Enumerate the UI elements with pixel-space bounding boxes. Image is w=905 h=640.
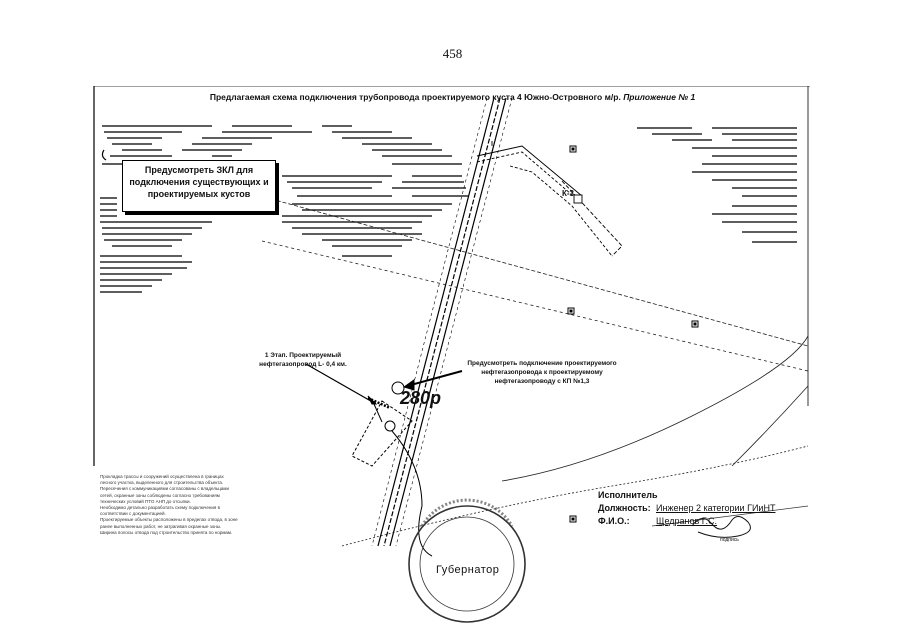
note-line: ранее выполненных работ, не затрагивая о… <box>100 523 222 529</box>
position-value: Инженер 2 категории ГИиНТ <box>656 503 776 513</box>
connection-note-line: Предусмотреть подключение проектируемого <box>467 360 617 367</box>
note-line: Пересечения с коммуникациями согласованы… <box>100 486 229 492</box>
pipeline-scheme-map <box>93 86 810 623</box>
pipeline-corridor <box>371 97 513 547</box>
connection-note-line: нефтегазопроводу с КП №1,3 <box>494 378 590 385</box>
note-line: Проектируемые объекты расположены в пред… <box>100 517 238 523</box>
boundary-lines <box>241 190 809 547</box>
stamp-seal <box>408 498 526 623</box>
pad-label: К-3 <box>562 189 574 198</box>
branch-to-pad <box>476 141 623 257</box>
map-appendix: Приложение № 1 <box>623 92 696 102</box>
map-title-text: Предлагаемая схема подключения трубопров… <box>209 92 621 102</box>
stage-label-line: нефтегазопровод L- 0,4 км. <box>259 361 347 368</box>
note-line: сетей, охранные зоны соблюдены согласно … <box>100 492 220 498</box>
callout-line: подключения существующих и <box>129 177 269 187</box>
map-notes: Прокладка трассы и сооружений осуществле… <box>100 474 300 536</box>
position-label: Должность: <box>598 503 651 513</box>
executor-block: Исполнитель Должность: Инженер 2 категор… <box>598 489 775 528</box>
note-line: Прокладка трассы и сооружений осуществле… <box>100 474 224 479</box>
executor-title: Исполнитель <box>598 490 658 500</box>
forest-hatching-right <box>637 127 797 243</box>
note-line: технических условий ПТО АНП до отсыпки. <box>100 498 191 504</box>
note-line: Необходимо детально разработать схему по… <box>100 505 220 511</box>
callout-line: проектируемых кустов <box>147 189 251 199</box>
signature-caption: подпись <box>720 537 739 543</box>
map-title: Предлагаемая схема подключения трубопров… <box>100 92 805 102</box>
seal-text: Губернатор <box>436 564 500 576</box>
stage-label: 1 Этап. Проектируемый нефтегазопровод L-… <box>238 351 368 369</box>
well-markers <box>567 145 699 523</box>
lot-label: 280р <box>400 388 442 408</box>
executor-position-row: Должность: Инженер 2 категории ГИиНТ <box>598 502 775 515</box>
callout-arrows <box>305 363 463 405</box>
forest-hatching <box>100 125 468 293</box>
note-line: Ширина полосы отвода под строительство п… <box>100 529 233 535</box>
stage-label-line: 1 Этап. Проектируемый <box>264 352 342 359</box>
zkl-callout-box: Предусмотреть ЗКЛ для подключения сущест… <box>122 160 276 212</box>
page-number: 458 <box>442 46 463 61</box>
note-line: лесного участка, выделенного для строите… <box>100 480 224 486</box>
name-label: Ф.И.О.: <box>598 516 630 526</box>
note-line: соответствии с документацией. <box>100 511 166 517</box>
connection-note-label: Предусмотреть подключение проектируемого… <box>462 359 622 386</box>
callout-line: Предусмотреть ЗКЛ для <box>144 165 254 175</box>
connection-note-line: нефтегазопровода к проектируемому <box>481 369 603 376</box>
executor-name-row: Ф.И.О.: Щедранов Г.С. <box>598 515 775 528</box>
name-value: Щедранов Г.С. <box>656 516 718 526</box>
connection-point <box>351 381 433 557</box>
